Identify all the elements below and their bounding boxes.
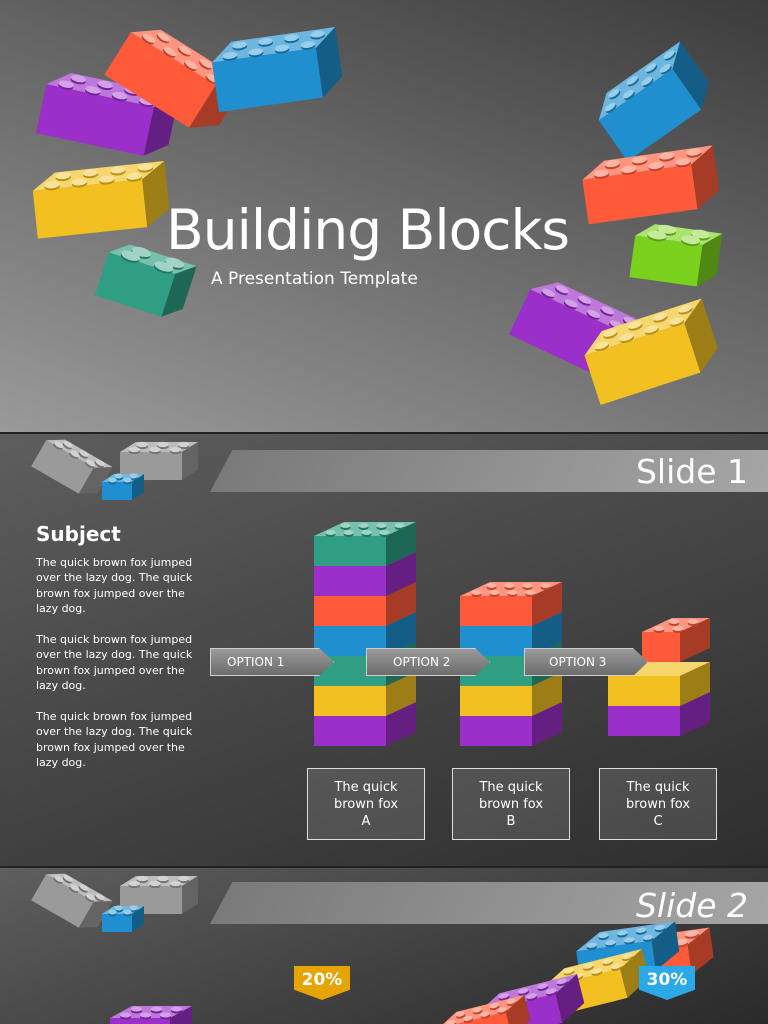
title-slide: Building Blocks A Presentation Template — [0, 0, 768, 432]
caption-box-c: The quick brown fox C — [599, 768, 717, 840]
lego-brick — [110, 1006, 192, 1024]
lego-brick — [94, 244, 197, 317]
slide-title: Slide 2 — [635, 886, 748, 925]
caption-line: The quick — [334, 779, 398, 795]
caption-line: brown fox — [625, 796, 691, 812]
caption-line: brown fox — [478, 796, 544, 812]
body-paragraph: The quick brown fox jumped over the lazy… — [36, 633, 193, 693]
lego-brick — [642, 618, 710, 662]
option-3-arrow: OPTION 3 — [524, 648, 648, 676]
slide-divider — [0, 866, 768, 868]
body-paragraph: The quick brown fox jumped over the lazy… — [36, 710, 193, 770]
presentation-subtitle: A Presentation Template — [211, 269, 418, 289]
lego-brick — [102, 905, 144, 932]
option-1-arrow: OPTION 1 — [210, 648, 334, 676]
lego-brick — [460, 582, 562, 626]
caption-letter: A — [361, 813, 371, 829]
lego-brick — [212, 27, 343, 113]
title-bricks — [32, 27, 723, 405]
caption-box-a: The quick brown fox A — [307, 768, 425, 840]
slide2-bricks — [31, 873, 714, 1024]
caption-line: brown fox — [333, 796, 399, 812]
slide-2: Slide 2 20% 30% — [0, 868, 768, 1024]
slide-1: Slide 1 Subject The quick brown fox jump… — [0, 434, 768, 866]
lego-brick — [582, 145, 720, 225]
lego-brick — [629, 224, 723, 287]
caption-line: The quick — [479, 779, 543, 795]
lego-brick — [314, 522, 416, 566]
presentation-title: Building Blocks — [166, 198, 570, 262]
caption-line: The quick — [626, 779, 690, 795]
caption-letter: C — [653, 813, 663, 829]
lego-brick — [437, 994, 531, 1024]
caption-box-b: The quick brown fox B — [452, 768, 570, 840]
subject-heading: Subject — [36, 522, 121, 546]
lego-brick — [598, 41, 709, 162]
slide1-bricks — [31, 439, 710, 746]
lego-brick — [584, 298, 718, 405]
slide-divider — [0, 432, 768, 434]
lego-brick — [120, 441, 198, 480]
caption-letter: B — [506, 813, 516, 829]
body-paragraph: The quick brown fox jumped over the lazy… — [36, 556, 193, 616]
slide-title: Slide 1 — [635, 452, 748, 491]
lego-brick — [31, 873, 113, 928]
lego-brick — [31, 439, 113, 494]
lego-brick — [608, 662, 710, 706]
lego-brick — [102, 473, 144, 500]
option-2-arrow: OPTION 2 — [366, 648, 490, 676]
lego-brick — [32, 160, 170, 239]
